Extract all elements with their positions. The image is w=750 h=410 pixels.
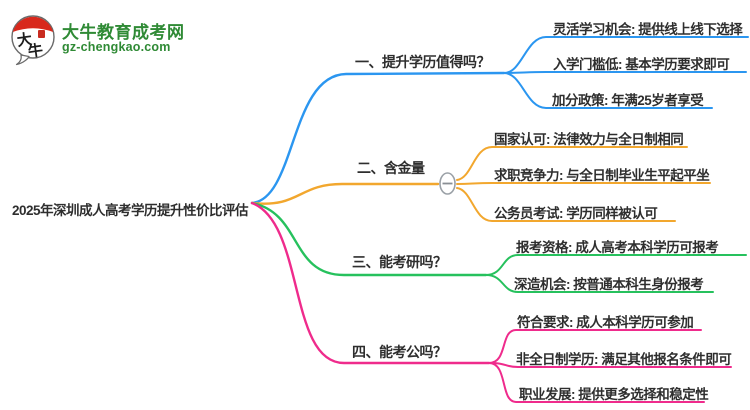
svg-text:牛: 牛 bbox=[27, 41, 44, 61]
branch-1-leaf-2[interactable]: 入学门槛低: 基本学历要求即可 bbox=[553, 57, 730, 72]
logo-domain: gz-chengkao.com bbox=[62, 40, 171, 55]
branch-2-leaf-2[interactable]: 求职竞争力: 与全日制毕业生平起平坐 bbox=[494, 168, 710, 183]
branch-4-leaf-3[interactable]: 职业发展: 提供更多选择和稳定性 bbox=[519, 387, 709, 402]
branch-2-leaf-3[interactable]: 公务员考试: 学历同样被认可 bbox=[494, 206, 658, 221]
branch-3-leaf-2[interactable]: 深造机会: 按普通本科生身份报考 bbox=[514, 277, 704, 292]
logo-title: 大牛教育成考网 bbox=[62, 22, 185, 42]
branch-2-leaf-1[interactable]: 国家认可: 法律效力与全日制相同 bbox=[494, 132, 684, 147]
root-node-title[interactable]: 2025年深圳成人高考学历提升性价比评估 bbox=[12, 203, 249, 218]
branch-3-leaf-1[interactable]: 报考资格: 成人高考本科学历可报考 bbox=[516, 240, 719, 255]
branch-2-label[interactable]: 二、含金量 bbox=[357, 160, 425, 176]
branch-1-leaf-1[interactable]: 灵活学习机会: 提供线上线下选择 bbox=[553, 22, 743, 37]
branch-4-label[interactable]: 四、能考公吗？ bbox=[352, 344, 447, 360]
svg-text:大: 大 bbox=[16, 30, 33, 50]
branch-3-label[interactable]: 三、能考研吗？ bbox=[352, 254, 447, 270]
branch-1-leaf-3[interactable]: 加分政策: 年满25岁者享受 bbox=[552, 93, 704, 108]
branch-4-leaf-2[interactable]: 非全日制学历: 满足其他报名条件即可 bbox=[516, 352, 732, 367]
daniu-cow-bubble-icon: 大 牛 bbox=[11, 15, 55, 66]
collapse-toggle-icon[interactable] bbox=[439, 172, 456, 195]
site-logo[interactable]: 大 牛 大牛教育成考网 gz-chengkao.com bbox=[8, 12, 185, 66]
branch-1-label[interactable]: 一、提升学历值得吗？ bbox=[355, 54, 491, 70]
branch-4-leaf-1[interactable]: 符合要求: 成人本科学历可参加 bbox=[517, 315, 694, 330]
